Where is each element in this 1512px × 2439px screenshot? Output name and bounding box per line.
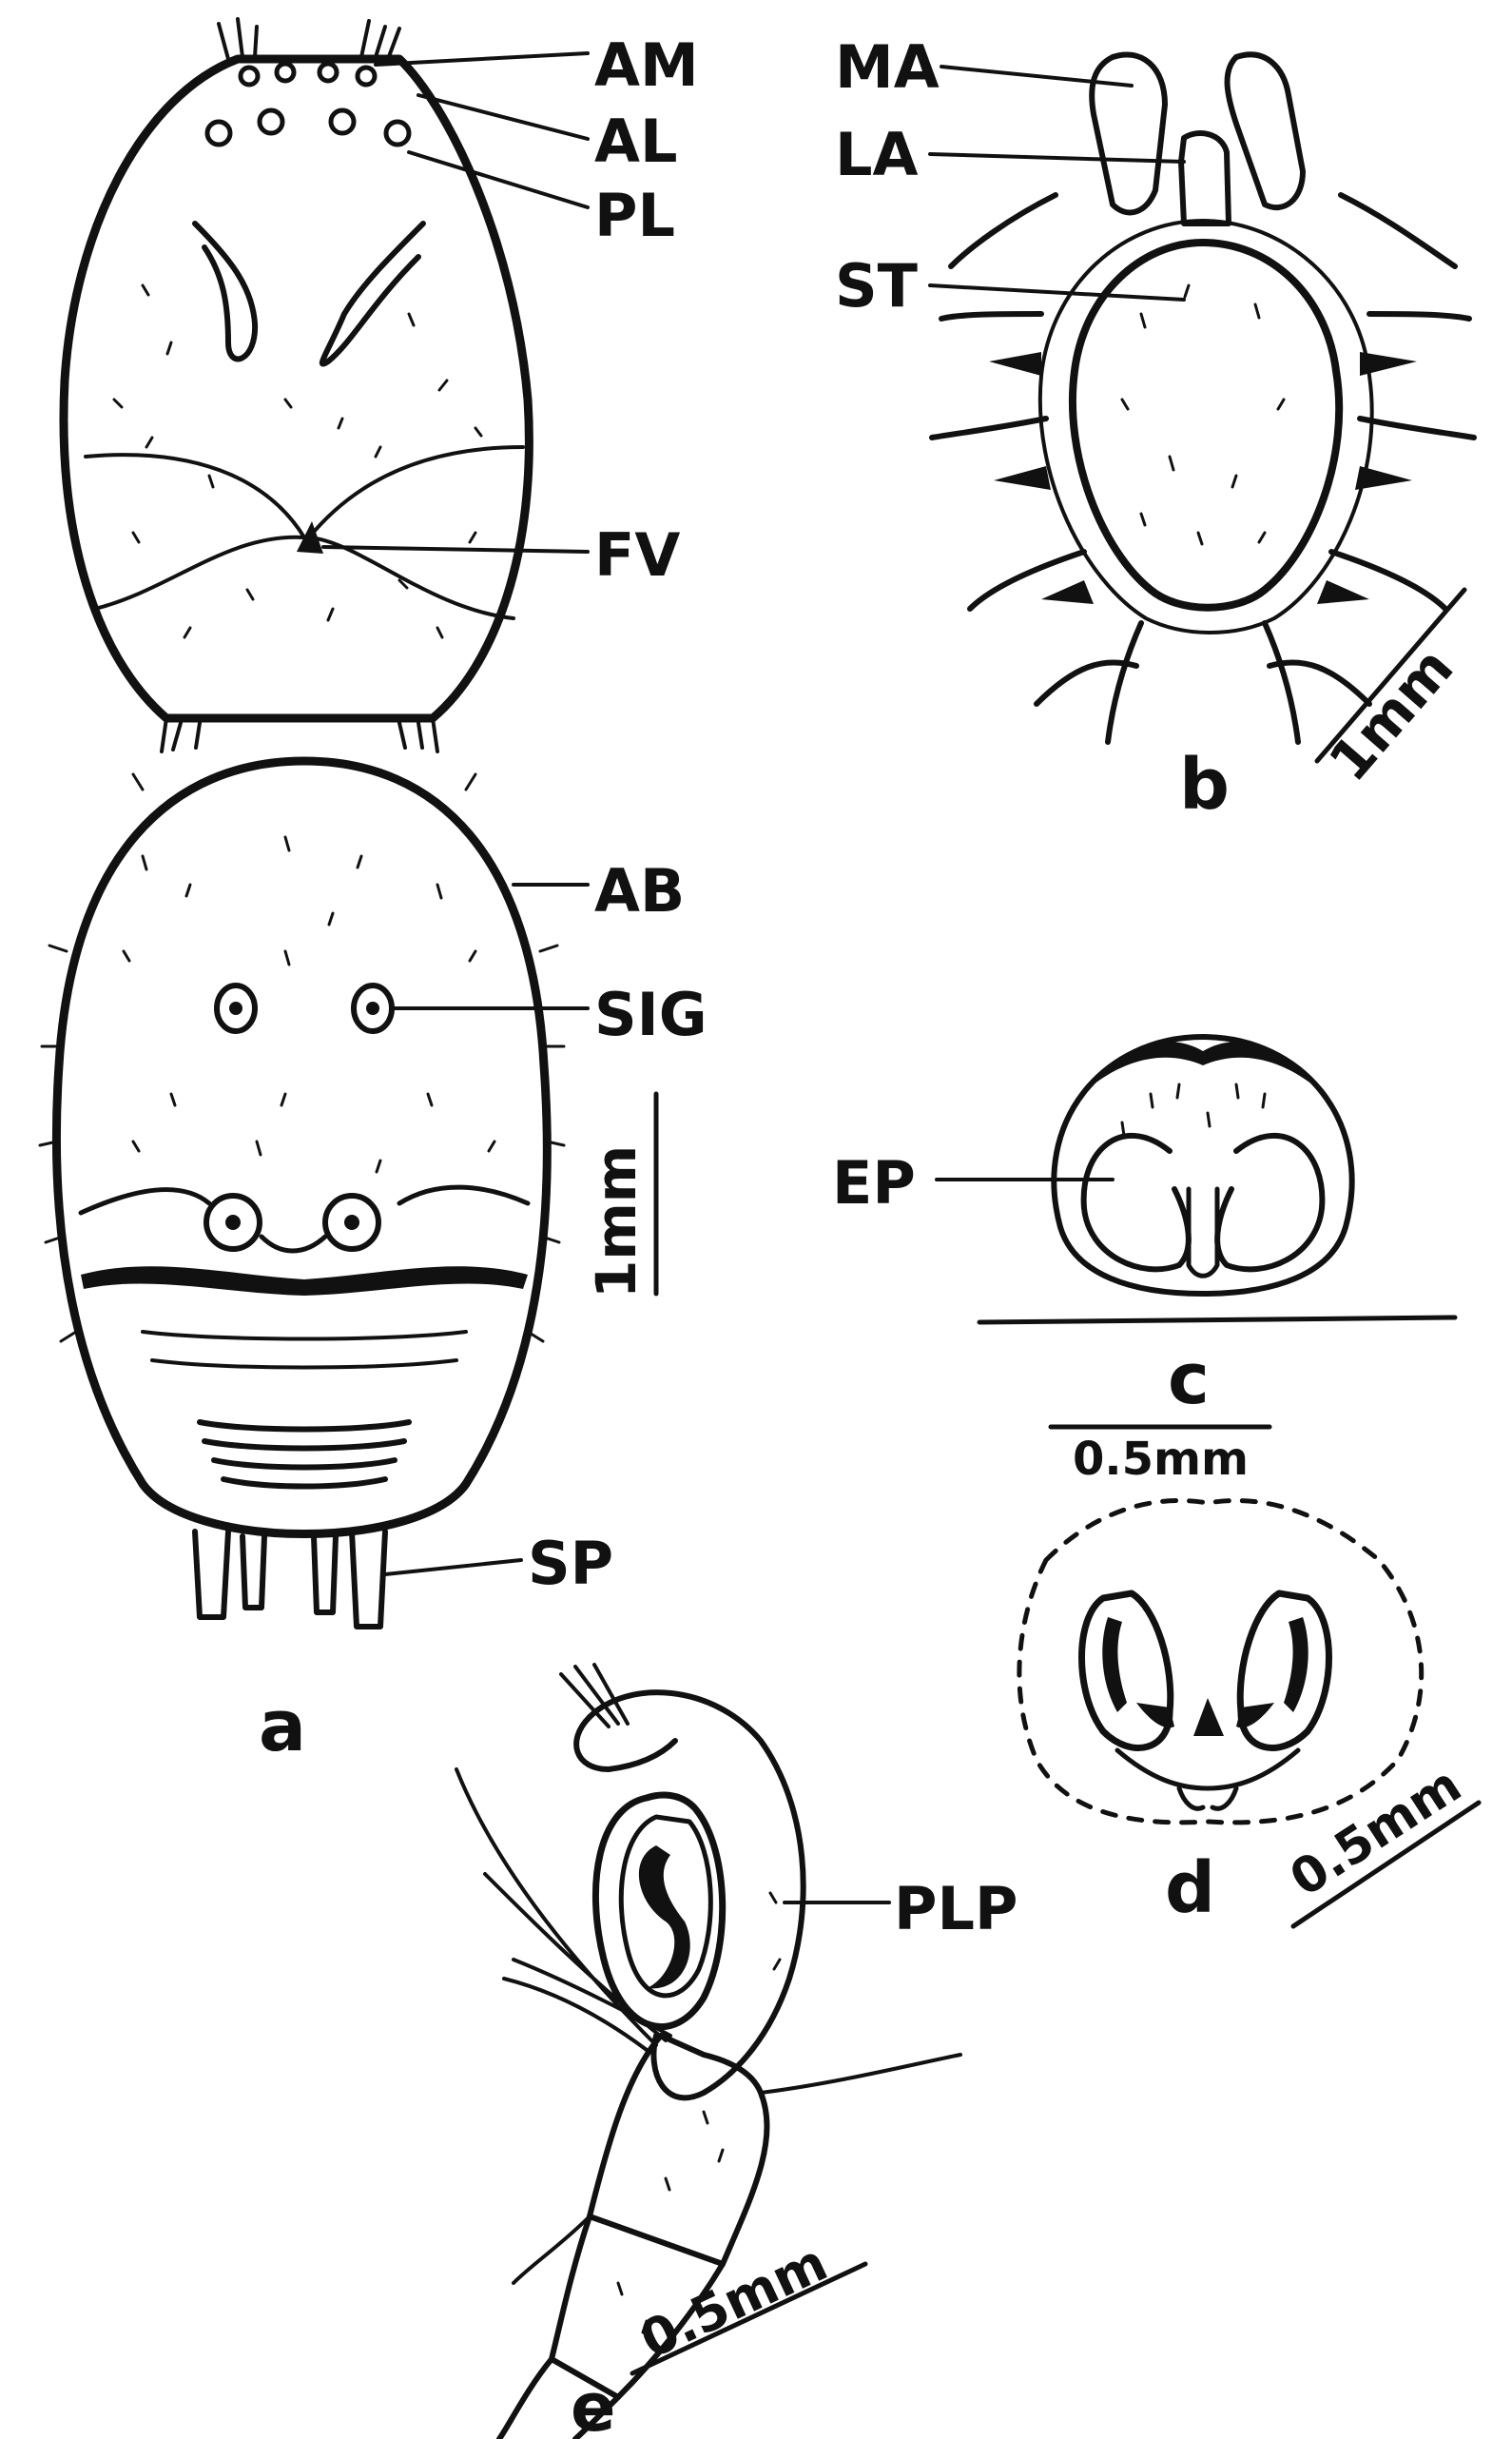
cephalic-setae <box>219 19 399 59</box>
maxilla-right <box>1228 54 1303 207</box>
vulva-spermatheca-left <box>1082 1593 1175 1747</box>
scale-text-d: 0.5mm <box>1280 1756 1471 1908</box>
panel-e: PLP 0.5mm e <box>456 1665 1018 2439</box>
leader-fv <box>323 547 588 552</box>
label-st: ST <box>835 251 918 321</box>
scale-text-e: 0.5mm <box>631 2233 836 2371</box>
leader-sp <box>385 1560 521 1574</box>
leader-pl <box>409 152 588 207</box>
label-plp: PLP <box>894 1874 1018 1943</box>
scale-bar-b: 1mm <box>1316 590 1465 793</box>
spinneret-field <box>200 1422 409 1487</box>
scale-bar-e: 0.5mm <box>631 2233 865 2373</box>
scale-text-c: 0.5mm <box>1073 1433 1249 1486</box>
maxilla-left <box>1092 54 1165 212</box>
panel-letter-c: c <box>1168 1338 1210 1420</box>
cephalothorax-outline <box>64 59 529 718</box>
cephalic-groove-left <box>195 224 255 359</box>
thoracic-striae <box>86 447 523 618</box>
leader-la <box>930 154 1184 162</box>
palp-tibia <box>590 2036 766 2264</box>
epigynum-stipple <box>1122 1084 1265 1136</box>
vulva-central-triangle <box>1193 1698 1224 1736</box>
panel-a: AM AL PL FV AB SIG SP 1mm a <box>40 19 708 1767</box>
sternum-border <box>1040 221 1372 633</box>
abdomen-stipple <box>124 837 494 1172</box>
panel-d: d 0.5mm <box>1019 1501 1479 1930</box>
eye-group <box>207 64 409 145</box>
label-ep: EP <box>832 1148 916 1218</box>
labium <box>1181 133 1229 224</box>
sigilla <box>217 985 392 1031</box>
label-sig: SIG <box>594 980 708 1049</box>
pedicel <box>162 718 437 751</box>
sternum-stipple <box>1122 285 1284 544</box>
palp-embolus <box>639 1845 690 1988</box>
label-sp: SP <box>528 1529 613 1598</box>
scale-bar-a: 1mm <box>584 1094 656 1298</box>
panel-c: EP c 0.5mm <box>832 1037 1455 1486</box>
label-la: LA <box>835 120 919 189</box>
vulva-ducts <box>1117 1750 1298 1808</box>
label-fv: FV <box>594 520 680 590</box>
leader-ma <box>941 67 1132 86</box>
palp-tip-setae <box>561 1665 628 1727</box>
label-ma: MA <box>835 32 940 102</box>
vulva-spermatheca-right <box>1236 1593 1329 1747</box>
panel-letter-d: d <box>1165 1847 1215 1929</box>
panel-letter-e: e <box>571 2369 615 2439</box>
scale-text-a: 1mm <box>584 1145 649 1298</box>
palp-cymbium-tip <box>576 1717 675 1769</box>
label-ab: AB <box>594 856 685 926</box>
leader-am <box>376 53 588 65</box>
label-al: AL <box>594 107 678 176</box>
scale-bar-c: 0.5mm <box>1051 1427 1270 1486</box>
panel-letter-b: b <box>1179 744 1230 826</box>
epigynum-receptacle-right <box>1217 1136 1322 1269</box>
panel-letter-a: a <box>259 1686 306 1767</box>
label-am: AM <box>594 30 699 100</box>
epigynum-rim <box>1094 1042 1312 1084</box>
abdomen-posterior-markings <box>81 1187 528 1367</box>
epigynum-septum <box>1189 1189 1217 1276</box>
cephalic-groove-right <box>322 224 423 364</box>
epigastric-furrow <box>979 1317 1455 1322</box>
label-pl: PL <box>594 181 675 250</box>
panel-b: MA LA ST 1mm b <box>835 32 1474 826</box>
scale-bar-d: 0.5mm <box>1280 1756 1479 1926</box>
spinnerets <box>195 1532 385 1627</box>
leader-st <box>930 285 1184 300</box>
scale-text-b: 1mm <box>1316 635 1465 793</box>
palp-setae <box>456 1769 960 2283</box>
epigynum-outline <box>1054 1037 1351 1294</box>
leg-coxae <box>932 195 1474 742</box>
epigynum-receptacle-left <box>1084 1136 1189 1269</box>
abdomen-outline <box>56 761 547 1534</box>
